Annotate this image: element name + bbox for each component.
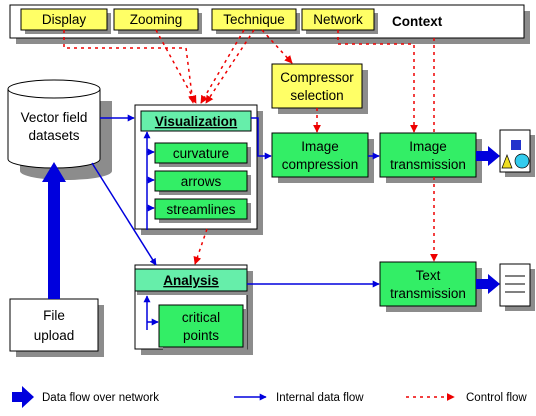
critical-points-node[interactable]: critical points	[158, 304, 247, 351]
technique-arrows-label: arrows	[181, 174, 222, 189]
datasets-node[interactable]: Vector field datasets	[7, 79, 112, 180]
critical-points-label-line2: points	[183, 328, 219, 343]
technique-streamlines[interactable]: streamlines	[154, 198, 251, 223]
legend-control-label: Control flow	[466, 392, 527, 404]
legend: Data flow over network Internal data flo…	[12, 386, 527, 408]
legend-internal-label: Internal data flow	[276, 392, 364, 404]
analysis-group: Analysis critical points	[134, 264, 253, 355]
text-output-icon	[499, 263, 535, 311]
context-item-zooming[interactable]: Zooming	[113, 8, 202, 34]
image-transmission-node[interactable]: Image transmission	[379, 132, 482, 183]
control-display-to-vis	[63, 30, 197, 104]
control-technique-to-compressor	[261, 29, 293, 64]
datasets-label-line2: datasets	[28, 128, 79, 143]
visualization-label: Visualization	[155, 114, 237, 129]
compressor-selection-node[interactable]: Compressor selection	[271, 63, 368, 114]
legend-network-label: Data flow over network	[42, 392, 159, 404]
context-item-network-label: Network	[313, 12, 363, 27]
flow-image-to-client	[476, 146, 500, 166]
image-compression-node[interactable]: Image compression	[271, 132, 374, 183]
flow-upload-to-datasets	[42, 162, 66, 299]
context-item-display-label: Display	[42, 12, 87, 27]
analysis-label: Analysis	[163, 273, 219, 288]
internal-flow-arrows	[91, 114, 380, 330]
control-flow-arrows	[63, 29, 438, 265]
critical-points-label-line1: critical	[182, 310, 220, 325]
technique-arrows[interactable]: arrows	[154, 170, 251, 195]
text-transmission-label-line2: transmission	[390, 286, 466, 301]
compressor-label-line1: Compressor	[280, 70, 354, 85]
technique-streamlines-label: streamlines	[166, 202, 235, 217]
control-network-to-image-transmission	[337, 30, 418, 133]
context-item-technique[interactable]: Technique	[211, 8, 300, 34]
datasets-label-line1: Vector field	[21, 110, 88, 125]
text-transmission-node[interactable]: Text transmission	[379, 261, 482, 312]
context-item-zooming-label: Zooming	[130, 12, 183, 27]
text-transmission-label-line1: Text	[416, 268, 441, 283]
context-item-network[interactable]: Network	[301, 8, 378, 34]
file-upload-label-line1: File	[43, 308, 65, 323]
control-technique-to-vis	[200, 29, 245, 104]
control-technique-to-vis-2	[205, 29, 255, 104]
context-item-technique-label: Technique	[223, 12, 285, 27]
image-compression-label-line2: compression	[282, 157, 359, 172]
flow-vis-to-image-compression	[251, 117, 272, 160]
flow-datasets-to-analysis	[91, 162, 157, 266]
analysis-node[interactable]	[134, 268, 248, 292]
visualization-node[interactable]	[140, 110, 252, 132]
control-vis-to-analysis	[193, 228, 208, 265]
file-upload-node[interactable]: File upload	[9, 298, 104, 357]
visualization-group: Visualization curvature arrows streamlin…	[134, 104, 263, 235]
image-output-icon	[499, 129, 535, 177]
context-title: Context	[392, 14, 443, 29]
technique-curvature[interactable]: curvature	[154, 142, 251, 167]
flow-text-to-client	[476, 274, 500, 294]
image-transmission-label-line2: transmission	[390, 157, 466, 172]
compressor-label-line2: selection	[290, 88, 343, 103]
network-flow-arrows	[42, 146, 500, 299]
legend-network-swatch	[12, 386, 34, 408]
technique-curvature-label: curvature	[173, 146, 229, 161]
image-transmission-label-line1: Image	[409, 139, 447, 154]
image-compression-label-line1: Image	[301, 139, 339, 154]
file-upload-label-line2: upload	[34, 328, 75, 343]
context-item-display[interactable]: Display	[20, 8, 111, 34]
